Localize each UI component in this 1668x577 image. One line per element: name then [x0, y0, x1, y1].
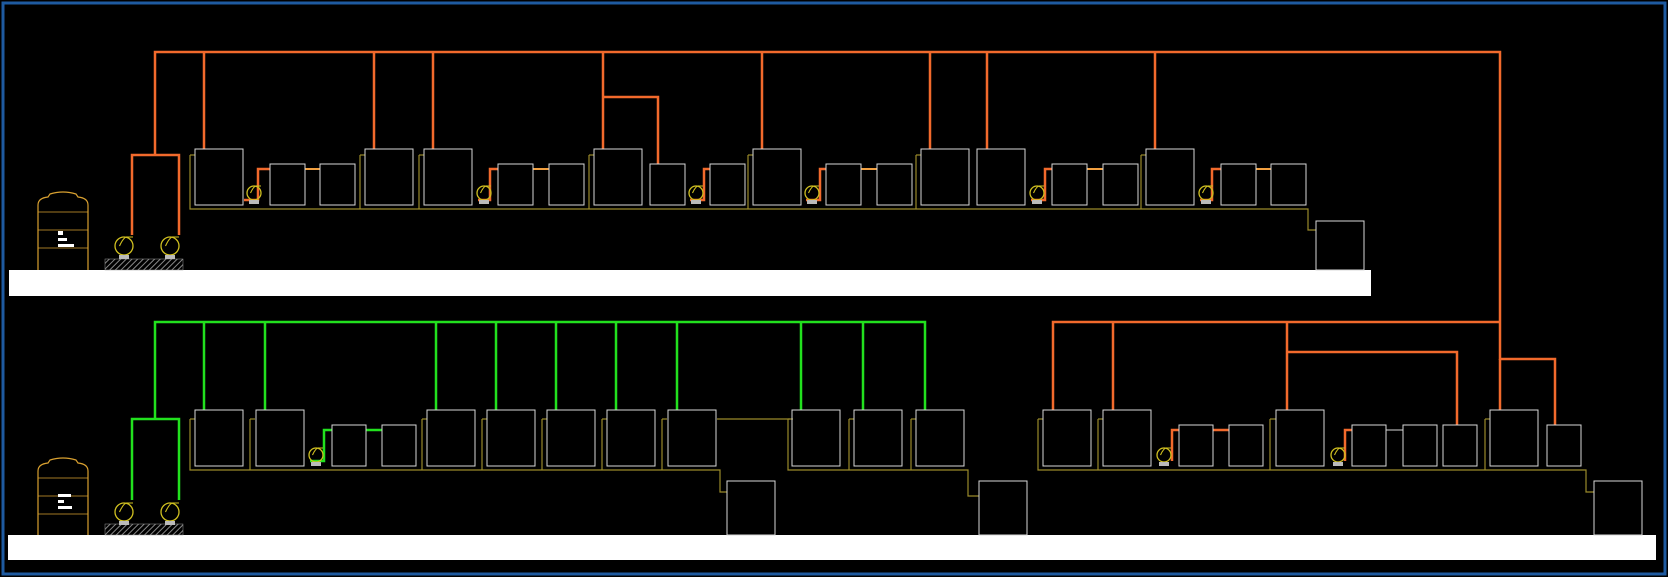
- pump-icon: [804, 185, 820, 204]
- pump-icon: [308, 447, 324, 466]
- lower-right-frames: [1038, 418, 1490, 470]
- pump-icon: [114, 236, 134, 259]
- pump-base-lower: [104, 523, 184, 536]
- pump-icon: [1029, 185, 1045, 204]
- lower-left-drain-b: [787, 419, 979, 497]
- pump-icon: [688, 185, 704, 204]
- pump-icon: [476, 185, 492, 204]
- lower-left-frames: [190, 418, 916, 470]
- storage-tank-icon: [37, 457, 89, 535]
- pump-icon: [160, 502, 180, 525]
- pump-icon: [1156, 447, 1172, 466]
- upper-drain: [189, 155, 1316, 231]
- lower-right-equipment: [1042, 409, 1643, 536]
- storage-tank-icon: [37, 191, 89, 270]
- pump-icon: [246, 185, 262, 204]
- lower-right-supply-piping: [1051, 320, 1557, 461]
- lower-left-equipment: [194, 409, 1028, 536]
- upper-supply-piping: [130, 50, 1502, 360]
- pump-icon: [160, 236, 180, 259]
- floor-upper: [9, 270, 1371, 296]
- upper-equipment: [194, 148, 1365, 271]
- lower-left-drain-a: [189, 419, 727, 493]
- pumps: [114, 185, 1346, 525]
- upper-equipment-frames: [190, 154, 1146, 209]
- lower-right-drain: [1037, 419, 1594, 493]
- pump-icon: [114, 502, 134, 525]
- lower-left-supply-piping: [130, 320, 927, 500]
- pump-icon: [1330, 447, 1346, 466]
- pump-base-upper: [104, 258, 184, 271]
- pump-icon: [1198, 185, 1214, 204]
- floor-lower: [8, 535, 1656, 560]
